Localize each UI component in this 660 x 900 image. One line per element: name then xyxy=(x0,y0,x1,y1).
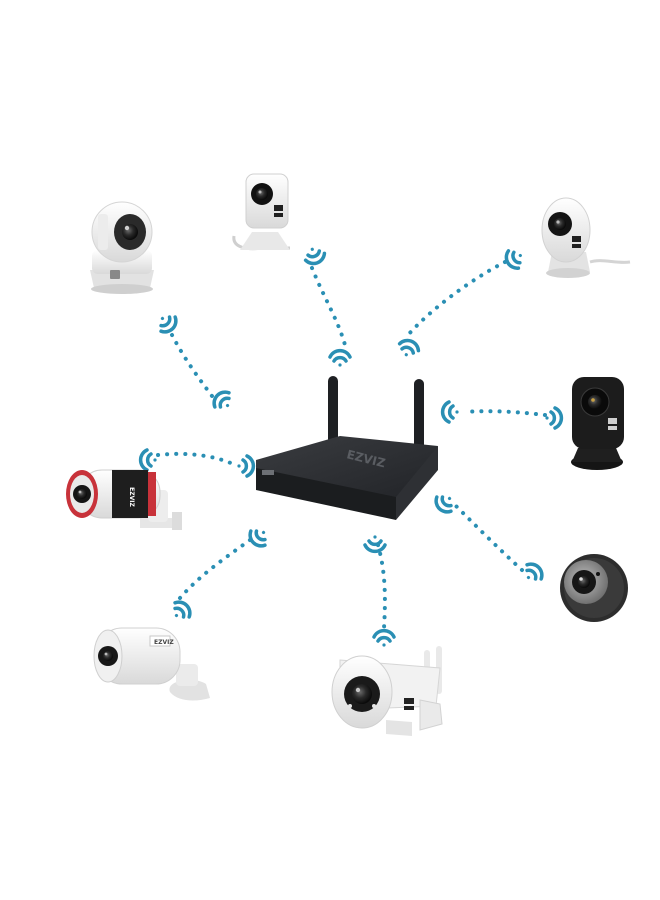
wifi-icon xyxy=(545,406,564,430)
signal-path-outdoor xyxy=(376,543,387,630)
signal-path-dome-mini xyxy=(406,260,507,337)
wifi-icon xyxy=(173,600,192,619)
wifi-icon xyxy=(138,448,157,472)
nvr-antenna-right xyxy=(414,379,424,453)
signal-path-fisheye xyxy=(453,503,524,572)
nvr-top xyxy=(256,436,438,498)
wifi-icon xyxy=(328,348,352,367)
wireless-nvr: EZVIZ xyxy=(256,376,438,520)
nvr-front xyxy=(256,468,396,520)
pan-tilt-camera xyxy=(90,201,154,294)
nvr-antenna-left xyxy=(328,376,338,452)
white-bullet-brand: EZVIZ xyxy=(154,639,174,646)
nvr-front-badge xyxy=(262,470,274,475)
wifi-icon xyxy=(303,247,327,266)
signal-path-white-bullet xyxy=(178,538,252,600)
wifi-icon xyxy=(237,454,256,478)
signal-path-pan-tilt xyxy=(170,333,217,402)
dome-mini-camera xyxy=(541,197,631,278)
wifi-icon xyxy=(372,628,396,647)
wifi-icon xyxy=(434,495,453,514)
fisheye-camera xyxy=(560,554,628,622)
red-bullet-brand: EZVIZ xyxy=(128,487,135,507)
wifi-icon xyxy=(504,249,522,270)
signal-path-black-mini xyxy=(463,409,547,417)
wifi-icon xyxy=(525,562,544,581)
black-mini-camera xyxy=(571,377,624,470)
wifi-icon xyxy=(212,390,231,409)
nvr-side xyxy=(396,446,438,520)
wifi-icon xyxy=(397,338,421,357)
mini-cube-camera xyxy=(232,173,290,251)
outdoor-wifi-camera xyxy=(331,646,443,736)
wifi-icon xyxy=(248,529,267,548)
white-bullet-camera: EZVIZ xyxy=(93,627,210,701)
signal-path-mini-cube xyxy=(310,266,347,347)
wifi-icon xyxy=(440,400,459,424)
signal-path-red-bullet xyxy=(156,451,237,467)
wifi-icon xyxy=(363,535,387,554)
signal-paths xyxy=(156,260,547,630)
wifi-icon xyxy=(159,315,178,334)
red-bullet-camera: EZVIZ xyxy=(66,469,182,530)
